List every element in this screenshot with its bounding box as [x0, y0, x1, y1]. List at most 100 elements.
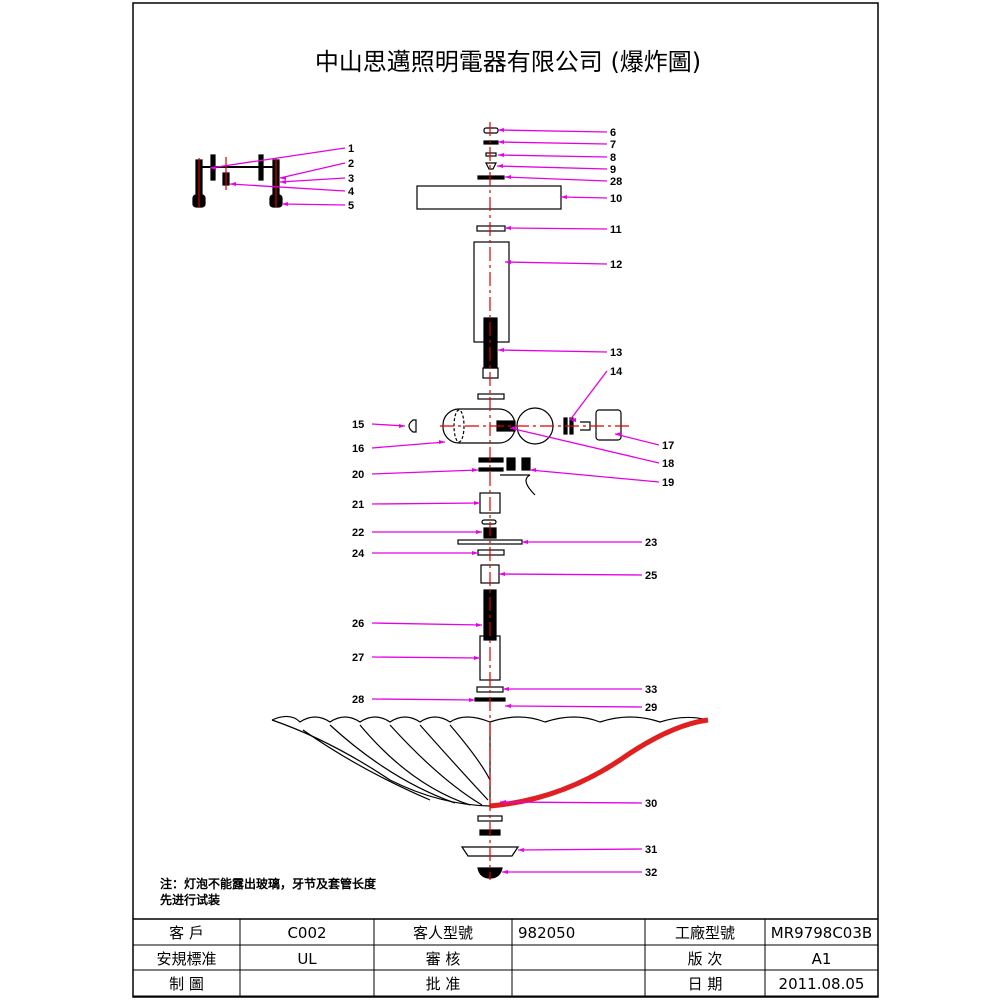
leader-arrow	[561, 195, 567, 199]
part-label: 11	[610, 224, 622, 236]
leader-arrow	[530, 468, 536, 472]
leader-arrow	[502, 870, 508, 874]
table-cell: MR9798C03B	[771, 924, 872, 942]
part-11	[476, 225, 506, 232]
part-label: 17	[662, 440, 674, 452]
drawing-frame	[132, 2, 879, 998]
table-cell: 制 圖	[169, 975, 204, 993]
washer	[477, 393, 505, 400]
part-label: 28	[610, 176, 622, 188]
leader-arrow	[474, 656, 480, 660]
leader-line	[497, 349, 608, 353]
leader-line	[371, 622, 483, 626]
leader-line	[229, 183, 346, 192]
mounting-bracket	[192, 154, 283, 208]
table-cell: C002	[287, 924, 326, 942]
table-cell: 客 戶	[169, 924, 204, 942]
parts	[192, 122, 709, 880]
part-label: 21	[352, 499, 364, 511]
leader-line	[504, 261, 608, 265]
table-cell: 審 核	[426, 950, 461, 968]
table-cell: UL	[297, 950, 317, 968]
table-cell: 客人型號	[413, 924, 473, 942]
part-label: 13	[610, 347, 622, 359]
leader-arrow	[439, 440, 445, 444]
leader-arrow	[280, 180, 286, 184]
leader-arrow	[498, 153, 504, 157]
washer-24	[477, 549, 505, 556]
part-label: 27	[352, 652, 364, 664]
table-cell: 批 准	[426, 975, 461, 993]
part-label: 2	[348, 158, 354, 170]
part-label: 7	[610, 139, 616, 151]
part-label: 24	[352, 548, 365, 560]
part-28-top	[477, 175, 505, 180]
part-8	[485, 152, 497, 157]
terminal-19	[506, 457, 516, 471]
leader-arrow	[498, 128, 504, 132]
part-label: 18	[662, 458, 674, 470]
leader-line	[499, 801, 643, 804]
table-cell: A1	[812, 950, 832, 968]
leader-line	[371, 656, 481, 659]
leader-line	[529, 469, 660, 483]
leader-arrow	[570, 418, 576, 422]
leader-arrow	[522, 540, 528, 544]
part-label: 32	[645, 867, 657, 879]
note-line-2: 先进行试装	[160, 892, 220, 907]
leader-line	[504, 705, 643, 708]
leader-arrow	[280, 176, 286, 180]
leader-arrow	[472, 551, 478, 555]
part-label: 5	[348, 200, 354, 212]
leader-arrow	[497, 164, 503, 168]
table-cell: 工廠型號	[675, 924, 735, 942]
leader-arrow	[282, 202, 288, 206]
leader-line	[371, 698, 476, 701]
note-line-1: 注：灯泡不能露出玻璃，牙节及套管长度	[160, 876, 377, 891]
leader-line	[371, 441, 446, 449]
part-label: 1	[348, 143, 354, 155]
leader-line	[504, 227, 608, 230]
leader-line	[371, 502, 481, 505]
leader-line	[279, 177, 346, 183]
table-cell: 日 期	[688, 975, 723, 993]
part-label: 25	[645, 570, 657, 582]
part-label: 20	[352, 469, 364, 481]
leader-arrow	[498, 348, 504, 352]
part-label: 14	[610, 366, 623, 378]
leader-arrow	[474, 501, 480, 505]
part-label: 10	[610, 193, 622, 205]
leader-arrow	[230, 182, 236, 186]
leader-line	[509, 427, 660, 464]
leader-arrow	[498, 140, 504, 144]
leader-line	[496, 165, 608, 170]
leader-arrow	[469, 698, 475, 702]
cap-15	[408, 419, 417, 433]
part-6	[483, 127, 499, 134]
leader-line	[504, 176, 608, 182]
part-7	[483, 140, 499, 145]
drawing-title: 中山思邁照明電器有限公司 (爆炸圖)	[315, 48, 701, 76]
leader-line	[517, 848, 643, 851]
leader-arrow	[476, 623, 482, 627]
leader-line	[569, 370, 608, 421]
part-label: 23	[645, 537, 657, 549]
part-label: 22	[352, 527, 364, 539]
part-label: 6	[610, 127, 616, 139]
glass-bowl-30	[271, 715, 709, 809]
part-labels: 1234567892810111213141718192325332930313…	[209, 127, 674, 879]
leader-line	[497, 141, 608, 145]
leader-arrow	[499, 572, 505, 576]
part-label: 15	[352, 419, 364, 431]
cup-31	[460, 846, 520, 857]
leader-arrow	[505, 260, 511, 264]
part-label: 3	[348, 173, 354, 185]
part-label: 30	[645, 798, 657, 810]
part-label: 26	[352, 618, 364, 630]
leader-arrow	[399, 424, 405, 428]
leader-arrow	[500, 800, 506, 804]
leader-arrow	[615, 432, 621, 436]
part-label: 9	[610, 164, 616, 176]
leader-arrow	[472, 468, 478, 472]
